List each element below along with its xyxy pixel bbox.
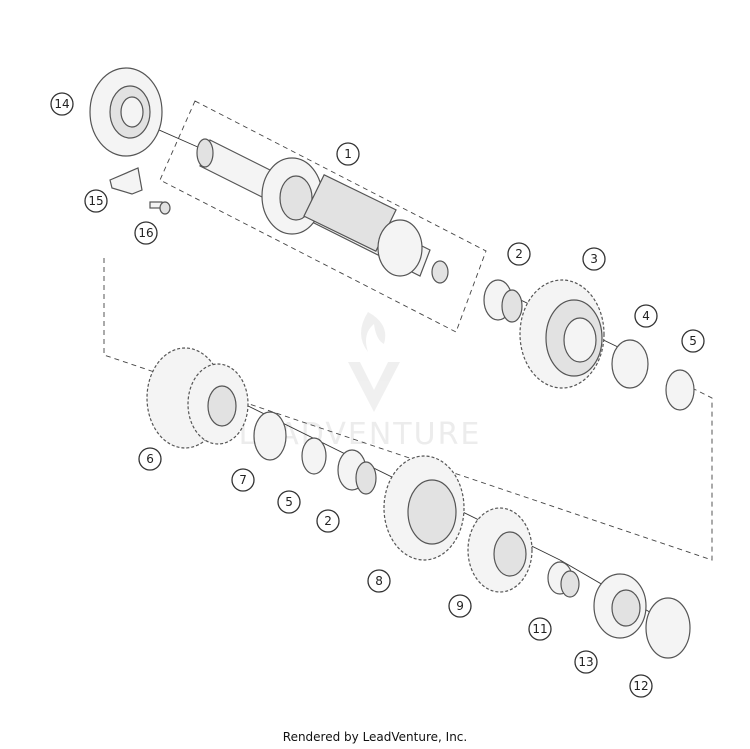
callout-1: 1: [336, 142, 360, 166]
circlip-part: [301, 437, 327, 475]
callout-2: 2: [316, 509, 340, 533]
circlip-part: [665, 369, 695, 411]
svg-text:14: 14: [54, 97, 69, 111]
svg-text:5: 5: [689, 334, 697, 348]
callout-8: 8: [367, 569, 391, 593]
watermark-logo: [348, 312, 400, 412]
gear-part: [467, 507, 533, 593]
svg-text:12: 12: [633, 679, 648, 693]
callout-14: 14: [50, 92, 74, 116]
main-shaft-part: [196, 138, 449, 284]
locking-plate-part: [109, 167, 143, 195]
double-gear-part: [146, 347, 249, 449]
svg-text:8: 8: [375, 574, 383, 588]
callout-13: 13: [574, 650, 598, 674]
bearing-part: [89, 67, 163, 157]
needle-bearing-part: [337, 449, 377, 495]
callout-12: 12: [629, 674, 653, 698]
svg-text:15: 15: [88, 194, 103, 208]
callout-6: 6: [138, 447, 162, 471]
callout-9: 9: [448, 594, 472, 618]
gear-part: [383, 455, 465, 561]
screw-part: [149, 201, 171, 215]
credit-text: Rendered by LeadVenture, Inc.: [282, 730, 468, 744]
lower-group-outline: [103, 258, 713, 561]
callout-16: 16: [134, 221, 158, 245]
shaft-group-outline: [159, 100, 487, 333]
shim-part: [645, 597, 691, 659]
callout-2: 2: [507, 242, 531, 266]
callout-7: 7: [231, 468, 255, 492]
svg-text:16: 16: [138, 226, 153, 240]
svg-text:2: 2: [324, 514, 332, 528]
bearing-part: [593, 573, 647, 639]
svg-text:5: 5: [285, 495, 293, 509]
svg-text:3: 3: [590, 252, 598, 266]
callout-3: 3: [582, 247, 606, 271]
callout-15: 15: [84, 189, 108, 213]
svg-text:1: 1: [344, 147, 352, 161]
callout-11: 11: [528, 617, 552, 641]
washer-part: [611, 339, 649, 389]
callout-5: 5: [681, 329, 705, 353]
callout-4: 4: [634, 304, 658, 328]
svg-text:6: 6: [146, 452, 154, 466]
svg-text:13: 13: [578, 655, 593, 669]
svg-text:9: 9: [456, 599, 464, 613]
washer-part: [253, 411, 287, 461]
gear-part: [519, 279, 605, 389]
bushing-part: [547, 561, 580, 598]
svg-text:7: 7: [239, 473, 247, 487]
svg-text:2: 2: [515, 247, 523, 261]
callout-5: 5: [277, 490, 301, 514]
needle-bearing-part: [483, 279, 523, 323]
svg-text:4: 4: [642, 309, 650, 323]
svg-text:11: 11: [532, 622, 547, 636]
